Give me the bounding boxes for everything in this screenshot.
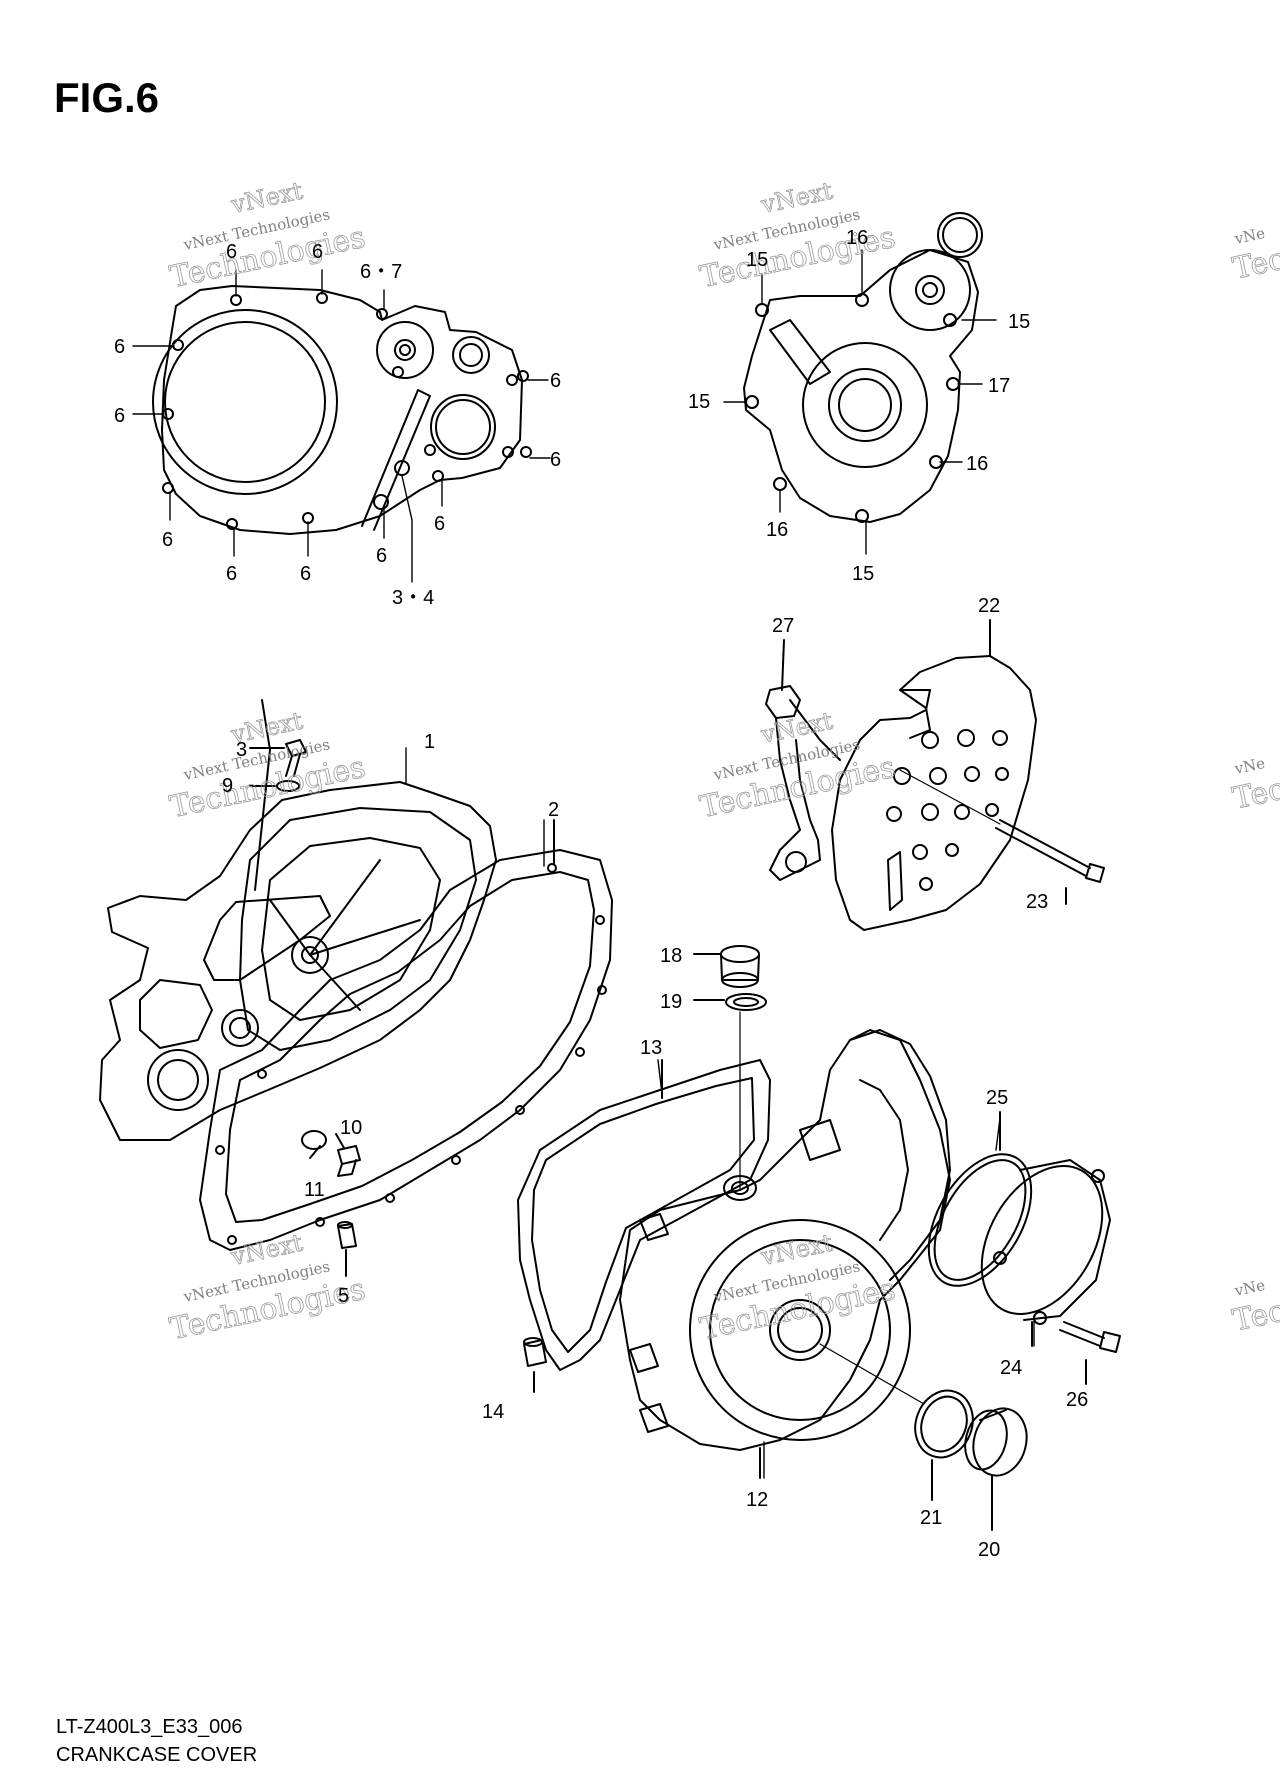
callout-15: 15 [1008,311,1030,333]
callout-25: 25 [986,1087,1008,1109]
callout-6: 6 [550,370,561,392]
callout-5: 5 [338,1285,349,1307]
svg-text:Tec: Tec [1230,772,1280,817]
callout-6: 6 [226,241,237,263]
callout-24: 24 [1000,1357,1022,1379]
bracket-part-27 [765,639,841,881]
bolt-part-23 [899,769,1105,905]
callout-6: 6 [162,529,173,551]
cover-part-24 [980,1159,1111,1347]
washer-part-19 [693,993,767,1171]
svg-text:vNe: vNe [1232,224,1267,248]
callout-26: 26 [1066,1389,1088,1411]
dowel-part-5 [337,1221,357,1277]
o-ring-part-25 [927,1111,1033,1287]
callout-labels: 6 6 6・7 6 6 6 6 6 6 6 6 6 3・4 15 16 15 1… [114,227,1088,1561]
callout-3-4: 3・4 [392,587,434,609]
svg-text:Tec: Tec [1230,242,1280,287]
watermark-edge-1: vNe Tec [1229,224,1280,287]
callout-19: 19 [660,991,682,1013]
guard-part-22 [831,619,1037,931]
figure-title: FIG.6 [54,74,160,121]
callout-13: 13 [640,1037,662,1059]
callout-20: 20 [978,1539,1000,1561]
watermark-5: vNext vNext Technologies Technologies [166,1228,368,1347]
callout-10: 10 [340,1117,362,1139]
callout-17: 17 [988,375,1010,397]
gasket-part-2 [199,819,613,1251]
clutch-cover-leader-lines [132,269,551,583]
o-ring-part-21 [914,1389,974,1501]
watermark-edge-2: vNe Tec [1229,754,1280,817]
callout-22: 22 [978,595,1000,617]
svg-text:vNe: vNe [1232,1276,1267,1300]
lower-leader-lines [405,747,1035,1479]
diagram-name: CRANKCASE COVER [56,1744,258,1766]
callout-9: 9 [222,775,233,797]
clutch-cover-part-1 [99,699,497,1141]
callout-6: 6 [114,336,125,358]
clutch-cover-outline [152,285,532,535]
callout-1: 1 [424,731,435,753]
callout-15: 15 [688,391,710,413]
callout-23: 23 [1026,891,1048,913]
watermark-3: vNext vNext Technologies Technologies [166,706,368,825]
callout-2: 2 [548,799,559,821]
watermark-6: vNext vNext Technologies Technologies [696,1228,898,1347]
callout-16: 16 [846,227,868,249]
callout-6: 6 [312,241,323,263]
callout-18: 18 [660,945,682,967]
callout-6-7: 6・7 [360,261,402,283]
callout-16: 16 [766,519,788,541]
callout-15: 15 [746,249,768,271]
callout-3: 3 [236,739,247,761]
callout-6: 6 [226,563,237,585]
watermark-group: vNext vNext Technologies Technologies vN… [166,176,1280,1347]
callout-6: 6 [300,563,311,585]
diagram-code: LT-Z400L3_E33_006 [56,1716,243,1738]
callout-6: 6 [434,513,445,535]
plug-part-18 [693,945,760,988]
watermark-edge-3: vNe Tec [1229,1276,1280,1339]
cap-part-20 [964,1407,1028,1531]
watermark-4: vNext vNext Technologies Technologies [696,706,898,825]
svg-text:Tec: Tec [1230,1294,1280,1339]
callout-16: 16 [966,453,988,475]
bolt-part-8 [249,739,307,792]
callout-15: 15 [852,563,874,585]
dowel-part-14 [523,1337,547,1393]
plug-parts-10-11 [301,1130,361,1177]
magneto-cover-outline [743,212,983,523]
callout-14: 14 [482,1401,504,1423]
callout-11: 11 [304,1179,325,1201]
watermark-1: vNext vNext Technologies Technologies [166,176,368,295]
svg-text:vNe: vNe [1232,754,1267,778]
callout-6: 6 [550,449,561,471]
callout-6: 6 [114,405,125,427]
bolt-part-26 [1059,1321,1121,1385]
callout-27: 27 [772,615,794,637]
callout-6: 6 [376,545,387,567]
magneto-cover-leader-lines [723,249,997,555]
callout-12: 12 [746,1489,768,1511]
callout-21: 21 [920,1507,942,1529]
magneto-cover-part-12 [619,1029,951,1479]
